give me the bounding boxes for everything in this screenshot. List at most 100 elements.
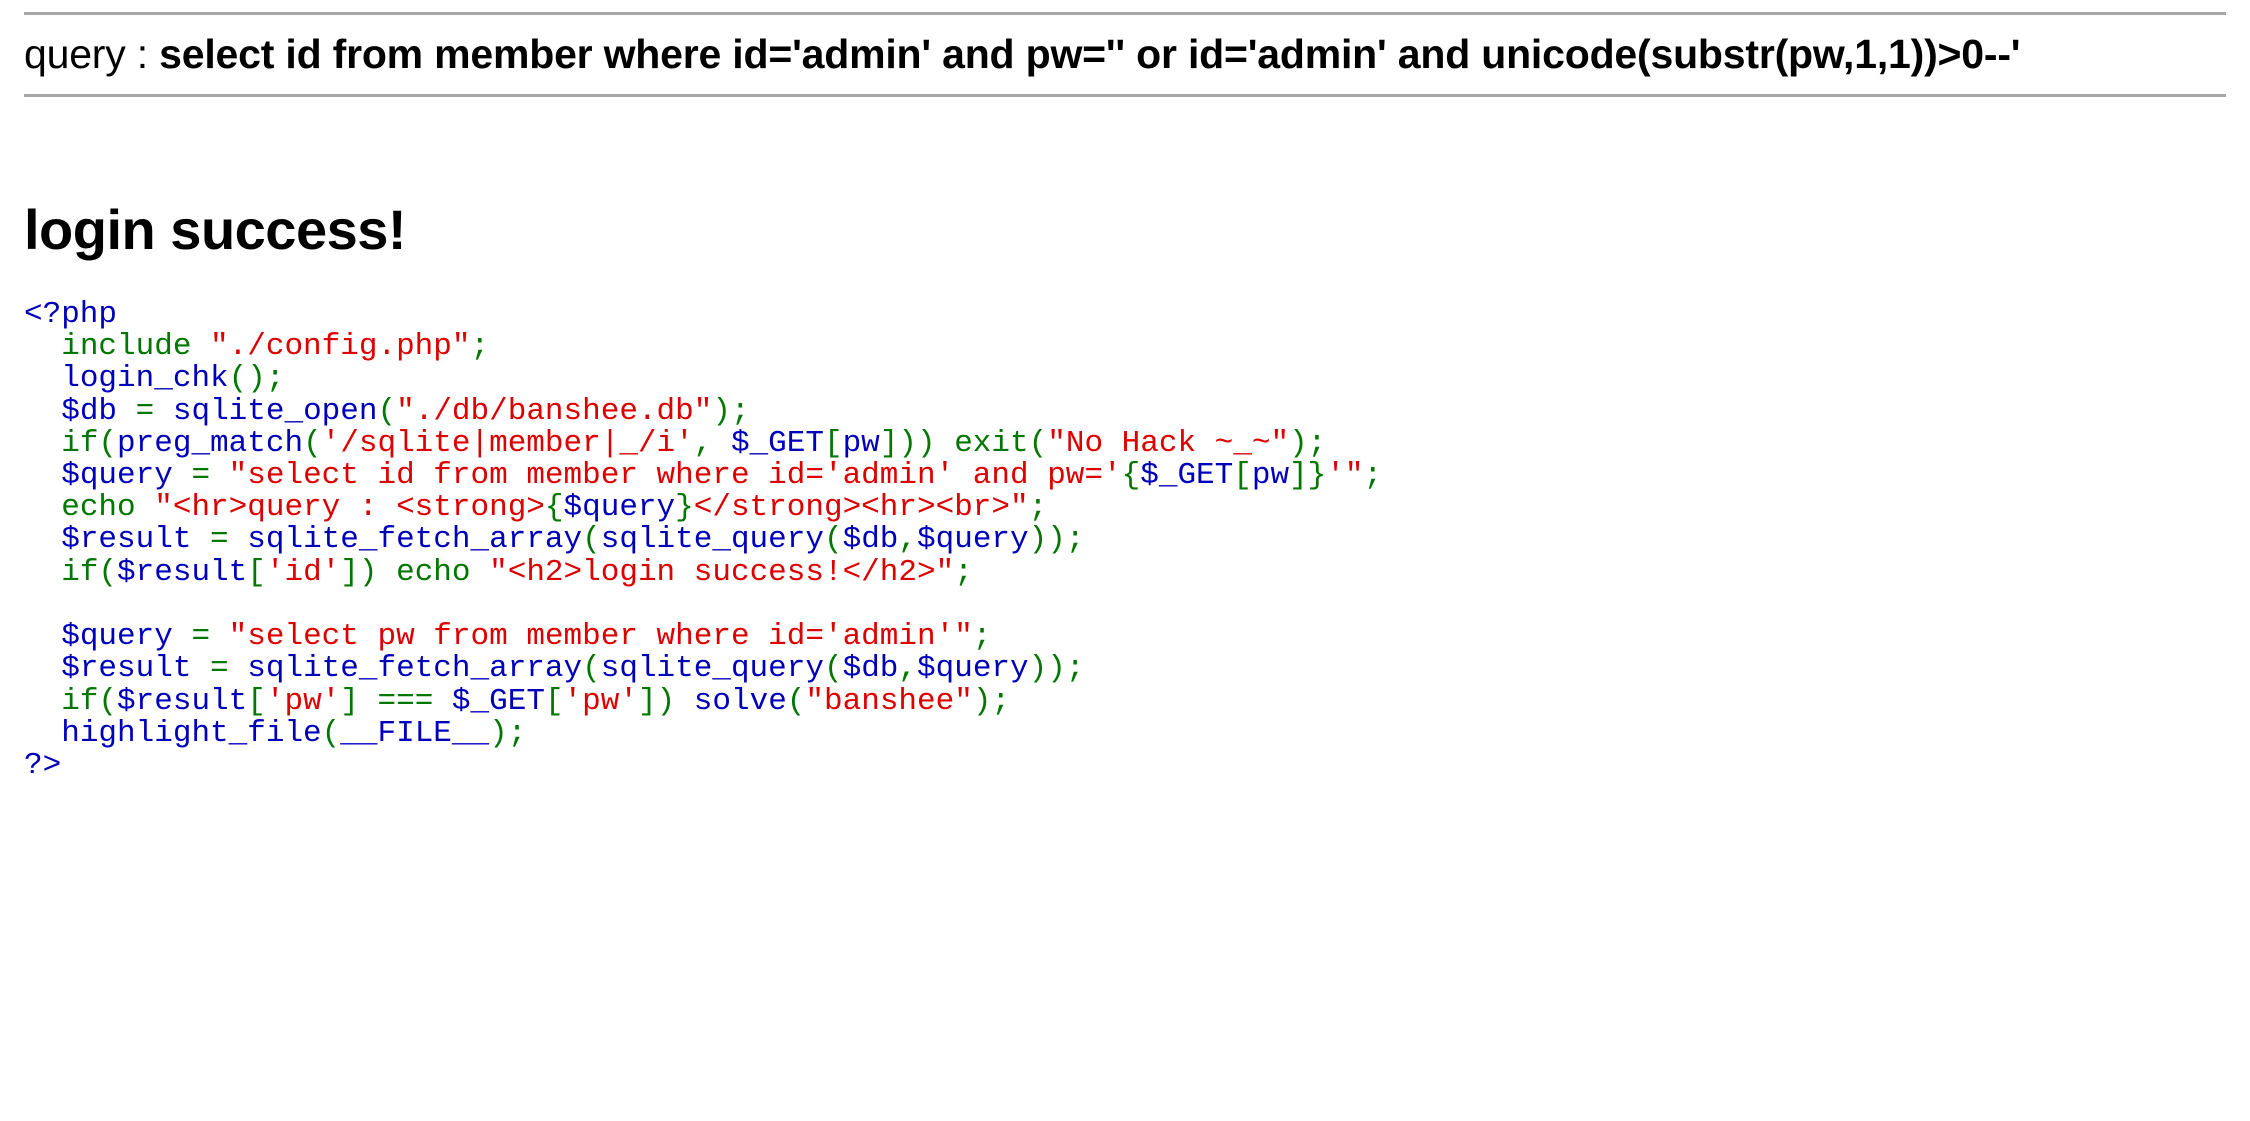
code-token-str: "./config.php"	[210, 329, 471, 365]
line-break-spacer	[24, 109, 2226, 155]
code-token-kw: login_chk	[61, 361, 229, 397]
code-token-fn: }	[675, 490, 694, 526]
code-token-fn: (	[823, 522, 843, 558]
code-token-fn: echo	[61, 490, 155, 526]
login-success-heading: login success!	[24, 198, 407, 262]
code-line: if(preg_match('/sqlite|member|_/i', $_GE…	[24, 425, 2226, 461]
code-indent	[24, 329, 61, 364]
code-line: $result = sqlite_fetch_array(sqlite_quer…	[24, 524, 2226, 556]
code-line	[24, 589, 2226, 621]
code-token-fn: ])) exit(	[879, 425, 1048, 461]
code-line: <?php	[24, 296, 2226, 332]
code-token-kw: $db	[842, 651, 899, 687]
code-token-fn: [	[247, 683, 266, 719]
code-token-str: '"	[1326, 458, 1364, 494]
code-token-kw: $_GET	[1140, 458, 1234, 494]
code-token-str: 'pw'	[563, 683, 638, 719]
code-indent	[24, 555, 61, 590]
code-token-fn: =	[191, 619, 229, 655]
code-token-fn: =	[210, 651, 248, 687]
code-token-str: "<h2>login success!</h2>"	[489, 554, 955, 590]
code-token-kw: <?php	[24, 296, 118, 332]
code-token-fn: include	[61, 329, 211, 365]
php-source-code-block: <?php include "./config.php"; login_chk(…	[24, 296, 2226, 783]
code-token-kw: $query	[61, 458, 192, 494]
code-token-kw: $result	[61, 651, 211, 687]
code-token-kw: $query	[61, 619, 192, 655]
code-token-fn: (	[321, 715, 341, 751]
code-token-fn: ;	[972, 619, 992, 655]
code-token-fn: ));	[1028, 651, 1085, 687]
code-token-fn: {	[544, 490, 564, 526]
code-token-str: "./db/banshee.db"	[396, 393, 713, 429]
code-token-fn: );	[972, 683, 1011, 719]
code-token-kw: sqlite_open	[172, 393, 378, 429]
code-line: $db = sqlite_open("./db/banshee.db");	[24, 393, 2226, 429]
query-output-line: query : select id from member where id='…	[24, 29, 2226, 80]
query-rule-bottom	[24, 94, 2226, 98]
code-token-fn: ] ===	[340, 683, 452, 719]
code-line: $query = "select id from member where id…	[24, 458, 2226, 494]
code-token-kw: $_GET	[451, 683, 545, 719]
code-token-kw: pw	[842, 425, 880, 461]
code-token-kw: sqlite_fetch_array	[247, 522, 583, 558]
code-token-kw: solve	[693, 683, 787, 719]
code-token-kw: sqlite_fetch_array	[247, 651, 583, 687]
code-token-fn: (	[786, 683, 806, 719]
code-token-kw: $_GET	[730, 425, 824, 461]
code-line: ?>	[24, 750, 2226, 782]
code-token-fn: (	[582, 522, 601, 558]
code-token-fn: ])	[637, 683, 694, 719]
code-token-fn: (	[303, 425, 322, 461]
page-root: query : select id from member where id='…	[0, 12, 2250, 782]
code-token-str: "select pw from member where id='admin'"	[228, 619, 973, 655]
code-token-kw: $result	[117, 554, 248, 590]
code-token-kw: $db	[61, 393, 136, 429]
code-token-fn: (	[823, 651, 843, 687]
code-token-str: "<hr>query : <strong>	[154, 490, 545, 526]
code-token-fn: ;	[1028, 490, 1048, 526]
code-token-fn: if(	[61, 683, 118, 719]
code-token-fn: (	[582, 651, 601, 687]
code-indent	[24, 522, 61, 557]
code-indent	[24, 458, 61, 493]
code-token-kw: $result	[61, 522, 211, 558]
code-token-fn: [	[1233, 458, 1252, 494]
code-token-kw: highlight_file	[61, 715, 322, 751]
code-indent	[24, 651, 61, 686]
code-indent	[24, 361, 61, 396]
query-rule-top	[24, 12, 2226, 15]
code-indent	[24, 426, 61, 461]
code-token-str: 'id'	[265, 554, 341, 590]
code-indent	[24, 684, 61, 719]
code-token-fn: [	[544, 683, 564, 719]
code-indent	[24, 619, 61, 654]
code-token-fn: if(	[61, 425, 118, 461]
code-line: $result = sqlite_fetch_array(sqlite_quer…	[24, 653, 2226, 685]
code-token-fn: =	[135, 393, 173, 429]
code-token-fn: [	[247, 554, 266, 590]
code-token-kw: pw	[1251, 458, 1290, 494]
code-token-fn: ;	[954, 554, 973, 590]
code-indent	[24, 490, 61, 525]
code-token-fn: ();	[228, 361, 285, 397]
query-label: query :	[24, 31, 160, 77]
code-token-fn: =	[210, 522, 248, 558]
code-token-kw: $query	[563, 490, 676, 526]
code-token-fn: ,	[898, 522, 918, 558]
code-line: login_chk();	[24, 363, 2226, 395]
code-token-kw: $db	[842, 522, 899, 558]
code-line: highlight_file(__FILE__);	[24, 715, 2226, 751]
code-token-fn: ;	[1363, 458, 1383, 494]
code-token-fn: ]}	[1289, 458, 1327, 494]
code-token-fn: {	[1121, 458, 1141, 494]
code-token-fn: [	[823, 425, 843, 461]
code-token-fn: );	[489, 715, 527, 751]
code-token-fn: ;	[470, 329, 490, 365]
code-line: echo "<hr>query : <strong>{$query}</stro…	[24, 492, 2226, 524]
code-token-fn: ,	[898, 651, 918, 687]
code-token-fn: ,	[693, 425, 731, 461]
code-token-str: </strong><hr><br>"	[693, 490, 1029, 526]
code-token-str: "select id from member where id='admin' …	[228, 458, 1122, 494]
code-token-fn: );	[712, 393, 750, 429]
